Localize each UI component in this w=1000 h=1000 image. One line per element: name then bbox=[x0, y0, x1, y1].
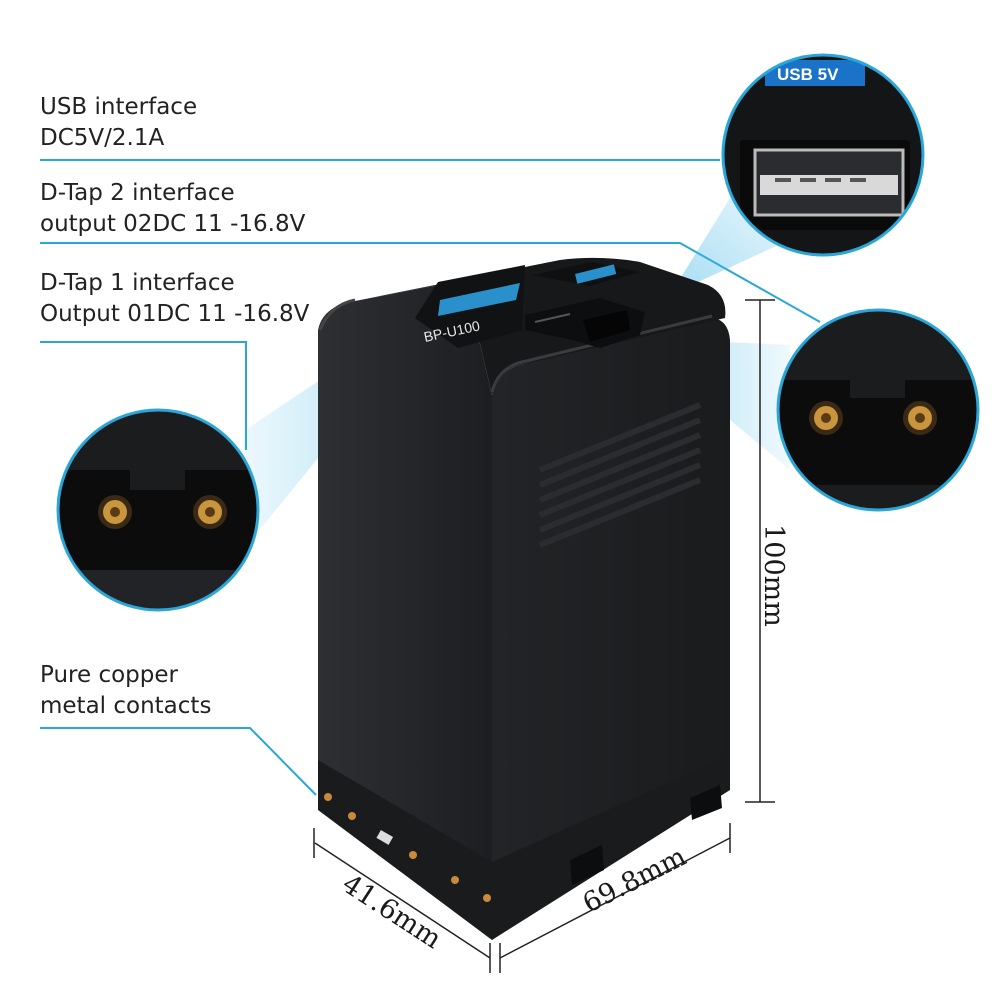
usb-zoom-circle: USB 5V bbox=[721, 53, 925, 257]
battery-side-face bbox=[318, 280, 492, 905]
contacts-callout-line1: Pure copper bbox=[40, 662, 178, 688]
usb-callout-line1: USB interface bbox=[40, 94, 198, 120]
usb-callout-line2: DC5V/2.1A bbox=[40, 125, 165, 151]
dtap1-callout-label: D-Tap 1 interface Output 01DC 11 -16.8V bbox=[40, 268, 309, 330]
contacts-leader-line bbox=[40, 727, 317, 796]
usb-callout-label: USB interface DC5V/2.1A bbox=[40, 92, 197, 154]
width-dim-line bbox=[499, 837, 731, 959]
contact-pin bbox=[483, 894, 491, 902]
dtap1-leader-line bbox=[40, 341, 247, 450]
contact-pin bbox=[409, 851, 417, 859]
dtap2-callout-label: D-Tap 2 interface output 02DC 11 -16.8V bbox=[40, 178, 305, 240]
dtap2-callout-line1: D-Tap 2 interface bbox=[40, 180, 235, 206]
contacts-callout-label: Pure copper metal contacts bbox=[40, 660, 211, 722]
copper-contacts bbox=[324, 793, 491, 902]
data-port bbox=[376, 830, 394, 845]
vent-grille bbox=[538, 402, 702, 548]
dtap2-zoom-circle bbox=[776, 308, 980, 512]
dtap2-leader-line bbox=[40, 242, 821, 323]
dtap1-zoom-circle bbox=[56, 408, 260, 612]
contact-pin bbox=[348, 812, 356, 820]
usb-badge: USB 5V bbox=[777, 65, 839, 84]
dtap1-callout-line2: Output 01DC 11 -16.8V bbox=[40, 301, 310, 327]
callout-lines bbox=[40, 159, 821, 796]
dtap1-callout-line1: D-Tap 1 interface bbox=[40, 270, 235, 296]
battery-base bbox=[318, 755, 730, 940]
contact-pin bbox=[451, 876, 459, 884]
battery: BP-U100 bbox=[318, 257, 730, 940]
height-dimension-label: 100mm bbox=[757, 524, 789, 627]
dimension-lines bbox=[313, 299, 775, 973]
contact-pin bbox=[324, 793, 332, 801]
contacts-callout-line2: metal contacts bbox=[40, 693, 212, 719]
depth-dim-line bbox=[314, 842, 491, 959]
dtap2-callout-line2: output 02DC 11 -16.8V bbox=[40, 211, 306, 237]
